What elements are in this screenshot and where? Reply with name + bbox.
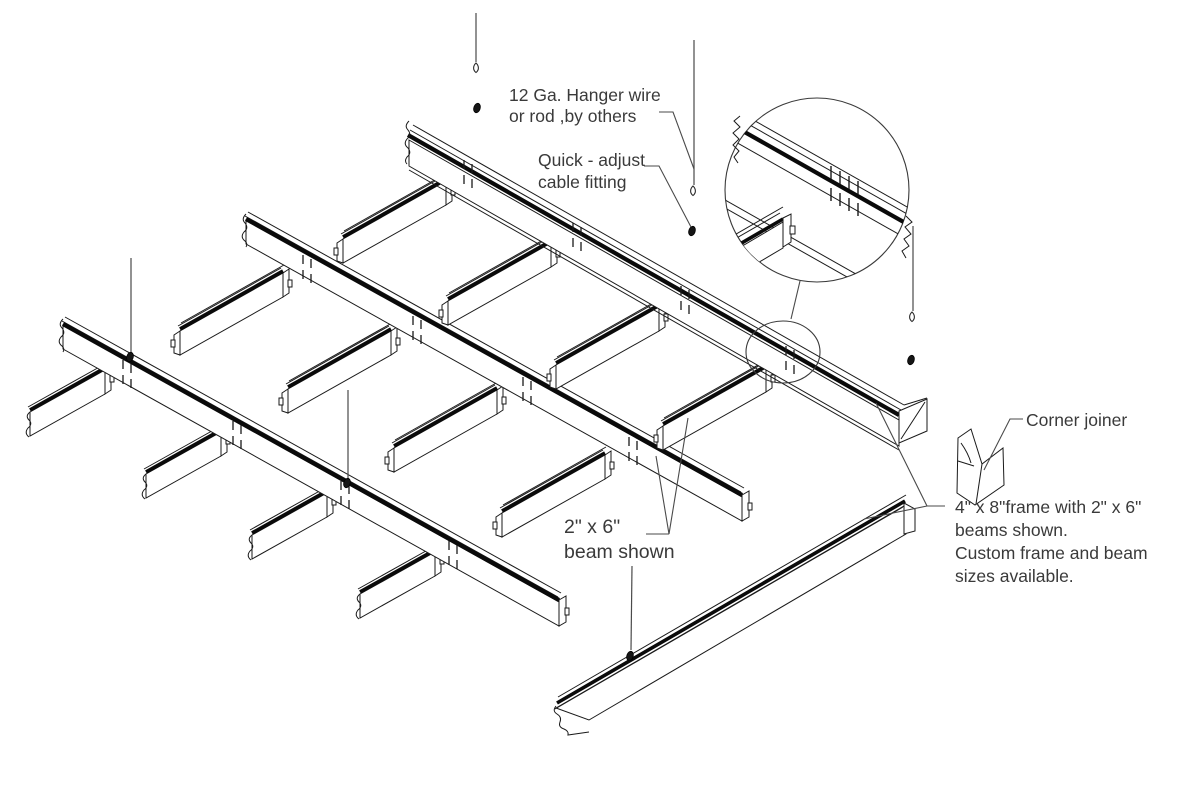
hanger-wire — [625, 565, 635, 662]
hanger-wire — [125, 258, 135, 363]
detail-circle — [724, 97, 913, 320]
label-frame-note-line1: 4" x 8"frame with 2" x 6" — [955, 497, 1141, 517]
label-cable-fitting-line2: cable fitting — [538, 172, 627, 192]
wire-loop-end — [473, 62, 479, 74]
cross-beam — [383, 380, 508, 474]
hanger-wire — [472, 13, 482, 114]
hanger-wire — [687, 40, 697, 237]
leader-beam-fork — [655, 417, 689, 535]
label-beam-line1: 2" x 6" — [564, 516, 620, 538]
cross-beam — [437, 233, 562, 327]
cable-fitting-bead — [906, 354, 916, 366]
hanger-wire — [906, 226, 916, 366]
label-cable-fitting-line1: Quick - adjust — [538, 150, 645, 170]
detail-source-circle — [745, 320, 821, 384]
cross-beam — [354, 545, 446, 621]
hanger-wire — [342, 390, 352, 489]
wire-loop-end — [909, 311, 915, 323]
label-corner-joiner: Corner joiner — [1026, 410, 1127, 430]
cable-fitting-bead — [687, 225, 697, 237]
leader-cable-fitting — [644, 165, 692, 228]
wire-loop-end — [690, 185, 696, 197]
label-frame-note-line2: beams shown. — [955, 520, 1068, 540]
leader-corner-joiner — [983, 418, 1023, 471]
label-beam-line2: beam shown — [564, 541, 675, 563]
label-frame-note-line4: sizes available. — [955, 566, 1074, 586]
leader-hanger-wire — [659, 111, 695, 170]
cross-beam — [169, 263, 294, 357]
label-frame-note-line3: Custom frame and beam — [955, 543, 1148, 563]
detail-leader — [790, 280, 801, 320]
label-hanger-wire-line2: or rod ,by others — [509, 106, 637, 126]
leader-frame-fork — [863, 402, 928, 520]
cross-beam — [246, 486, 338, 562]
cross-beam — [332, 171, 457, 265]
back-frame-rail — [404, 120, 928, 451]
cable-fitting-bead — [472, 102, 482, 114]
right-frame-rail — [553, 494, 916, 736]
label-hanger-wire-line1: 12 Ga. Hanger wire — [509, 85, 661, 105]
cross-beam — [545, 297, 670, 391]
corner-joiner-drawing — [956, 428, 1005, 506]
cross-beam — [24, 363, 116, 439]
cross-beam — [277, 321, 402, 415]
cross-beam — [140, 425, 232, 501]
